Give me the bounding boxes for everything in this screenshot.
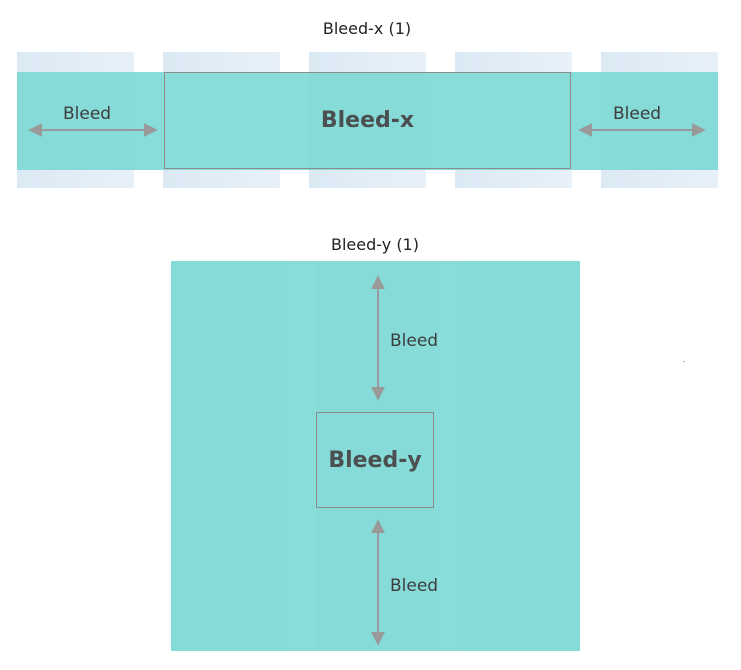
band-column-3 (309, 72, 426, 170)
band-column-1 (17, 72, 134, 170)
bleed-y-top-label: Bleed (390, 331, 439, 351)
column-5-bottom (601, 170, 718, 188)
bleed-x-band (17, 72, 718, 170)
y-band-column-1 (171, 261, 288, 651)
bleed-x-left-label: Bleed (63, 104, 112, 124)
column-4-bottom (455, 170, 572, 188)
column-2-bottom (163, 170, 280, 188)
column-2-top (163, 52, 280, 72)
bleed-x-box-label: Bleed-x (320, 108, 415, 133)
bleed-y-box: Bleed-y (316, 412, 434, 508)
bleed-y-title: Bleed-y (1) (331, 235, 419, 254)
bleed-x-title: Bleed-x (1) (322, 19, 412, 38)
bleed-y-bottom-label: Bleed (390, 576, 439, 596)
bleed-x-box: Bleed-x (164, 72, 571, 169)
stray-dot (683, 361, 685, 362)
column-3-bottom (309, 170, 426, 188)
band-column-5 (601, 72, 718, 170)
bleed-x-right-label: Bleed (613, 104, 662, 124)
column-3-top (309, 52, 426, 72)
column-1-top (17, 52, 134, 72)
column-5-top (601, 52, 718, 72)
column-1-bottom (17, 170, 134, 188)
bleed-y-box-label: Bleed-y (328, 447, 422, 473)
column-4-top (455, 52, 572, 72)
y-band-column-3 (463, 261, 580, 651)
